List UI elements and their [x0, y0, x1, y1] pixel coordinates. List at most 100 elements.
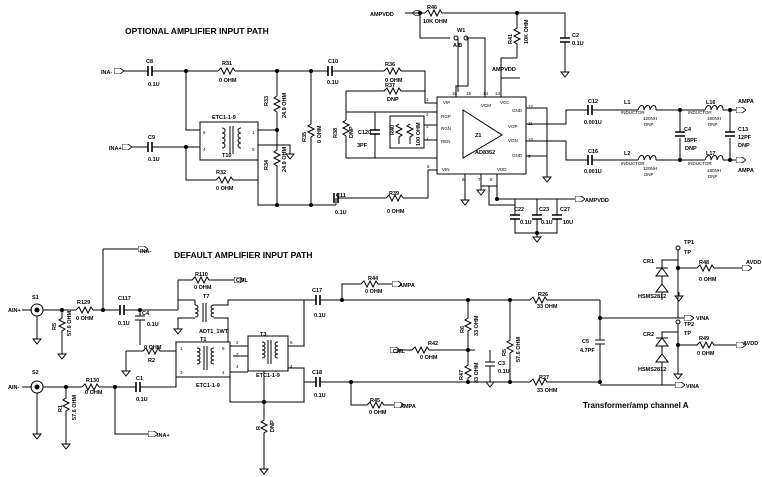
- svg-text:ADT1_1WT: ADT1_1WT: [199, 329, 229, 335]
- svg-text:RGN: RGN: [441, 126, 451, 131]
- svg-text:3: 3: [236, 340, 239, 345]
- svg-text:C10: C10: [328, 59, 338, 65]
- transformer-t1: [175, 341, 231, 378]
- ampa-top1-label: AMPA: [738, 99, 754, 105]
- svg-text:180NH: 180NH: [707, 168, 721, 173]
- svg-text:15: 15: [466, 91, 472, 96]
- svg-text:0.1U: 0.1U: [147, 322, 159, 328]
- svg-text:24.9 OHM: 24.9 OHM: [282, 147, 288, 172]
- ain-minus-label: AIN-: [8, 385, 19, 391]
- svg-text:L1: L1: [624, 100, 630, 106]
- svg-text:10K OHM: 10K OHM: [524, 19, 530, 44]
- vina-bot-label: VINA: [686, 384, 699, 390]
- svg-text:R5: R5: [52, 323, 58, 330]
- diode-cr1: CR1 HSMS2812: [638, 259, 669, 300]
- svg-text:C11: C11: [336, 193, 346, 199]
- svg-text:INDUCTOR: INDUCTOR: [688, 110, 712, 115]
- ampa-bot-label: AMPA: [400, 404, 416, 410]
- svg-text:R45: R45: [370, 398, 380, 404]
- svg-text:R37: R37: [385, 83, 395, 89]
- svg-text:C27: C27: [560, 207, 570, 213]
- svg-text:0.1U: 0.1U: [541, 220, 553, 226]
- svg-text:R2: R2: [148, 358, 155, 364]
- svg-text:10U: 10U: [563, 220, 573, 226]
- svg-text:DNP: DNP: [349, 126, 355, 138]
- svg-text:R41: R41: [508, 34, 514, 44]
- svg-text:3PF: 3PF: [357, 143, 368, 149]
- svg-text:C13: C13: [738, 127, 748, 133]
- svg-text:R31: R31: [222, 61, 232, 67]
- svg-text:0 OHM: 0 OHM: [317, 125, 323, 143]
- svg-text:R48: R48: [699, 260, 709, 266]
- svg-text:0 OHM: 0 OHM: [697, 351, 715, 357]
- svg-text:33 OHM: 33 OHM: [537, 304, 558, 310]
- svg-text:0.1U: 0.1U: [314, 393, 326, 399]
- svg-text:120NH: 120NH: [643, 166, 657, 171]
- svg-text:R44: R44: [368, 276, 379, 282]
- svg-text:57.6 OHM: 57.6 OHM: [516, 337, 522, 362]
- svg-text:R35: R35: [302, 132, 308, 142]
- avdd-bot-label: AVDD: [743, 341, 758, 347]
- svg-text:GND: GND: [512, 153, 523, 158]
- svg-text:C17: C17: [312, 288, 322, 294]
- svg-text:C23: C23: [539, 207, 549, 213]
- svg-text:L17: L17: [706, 151, 715, 157]
- svg-text:12PF: 12PF: [738, 135, 752, 141]
- svg-text:13: 13: [495, 91, 501, 96]
- svg-text:0 OHM: 0 OHM: [194, 285, 212, 291]
- ina-minus-label: INA-: [101, 70, 112, 76]
- svg-text:S1: S1: [32, 295, 39, 301]
- svg-text:0.1U: 0.1U: [148, 82, 160, 88]
- svg-text:1: 1: [426, 97, 429, 102]
- svg-text:VDD: VDD: [497, 167, 507, 172]
- svg-text:0.1U: 0.1U: [520, 220, 532, 226]
- svg-text:C8: C8: [146, 59, 153, 65]
- svg-text:3: 3: [180, 370, 183, 375]
- svg-text:14: 14: [483, 91, 489, 96]
- svg-text:5: 5: [252, 147, 255, 152]
- ampvdd-top-label: AMPVDD: [370, 12, 394, 18]
- svg-text:C12: C12: [588, 99, 598, 105]
- svg-text:18PF: 18PF: [684, 138, 698, 144]
- svg-text:0 OHM: 0 OHM: [385, 78, 403, 84]
- ina-plus-label: INA+: [109, 146, 122, 152]
- svg-text:0.1U: 0.1U: [314, 313, 326, 319]
- svg-text:33 OHM: 33 OHM: [474, 315, 480, 336]
- channel-caption: Transformer/amp channel A: [583, 401, 689, 410]
- ain-plus-label: AIN+: [8, 308, 21, 314]
- svg-text:R1: R1: [58, 405, 64, 412]
- svg-text:6: 6: [290, 340, 293, 345]
- ampvdd-vcc-label: AMPVDD: [492, 67, 516, 73]
- svg-text:0 OHM: 0 OHM: [369, 410, 387, 416]
- svg-text:ETC1-1-9: ETC1-1-9: [256, 373, 280, 379]
- svg-text:C16: C16: [588, 149, 598, 155]
- svg-text:CR1: CR1: [643, 259, 654, 265]
- svg-text:R129: R129: [77, 300, 90, 306]
- svg-text:1: 1: [252, 130, 255, 135]
- svg-text:3: 3: [426, 124, 429, 129]
- svg-text:0 OHM: 0 OHM: [216, 186, 234, 192]
- svg-text:AD8352: AD8352: [475, 150, 495, 156]
- svg-text:4: 4: [290, 364, 293, 369]
- svg-text:R36: R36: [385, 62, 395, 68]
- svg-text:W1: W1: [457, 28, 465, 34]
- svg-text:CR2: CR2: [643, 332, 654, 338]
- svg-text:10: 10: [528, 137, 534, 142]
- svg-text:INDUCTOR: INDUCTOR: [688, 161, 712, 166]
- avdd-top-label: AVDD: [746, 260, 761, 266]
- svg-text:0 OHM: 0 OHM: [420, 355, 438, 361]
- svg-text:R: R: [256, 426, 262, 430]
- svg-text:DNP: DNP: [644, 172, 654, 177]
- svg-text:R40: R40: [390, 125, 396, 135]
- svg-text:VOP: VOP: [508, 124, 518, 129]
- svg-text:R38: R38: [333, 128, 339, 138]
- svg-text:C1: C1: [136, 376, 143, 382]
- svg-text:0.001U: 0.001U: [584, 169, 602, 175]
- svg-text:8: 8: [490, 177, 493, 182]
- svg-text:C3: C3: [498, 361, 505, 367]
- svg-text:180NH: 180NH: [707, 116, 721, 121]
- svg-text:C120: C120: [358, 130, 371, 136]
- svg-text:R42: R42: [428, 341, 438, 347]
- svg-text:T3: T3: [260, 332, 266, 338]
- svg-text:L2: L2: [624, 151, 630, 157]
